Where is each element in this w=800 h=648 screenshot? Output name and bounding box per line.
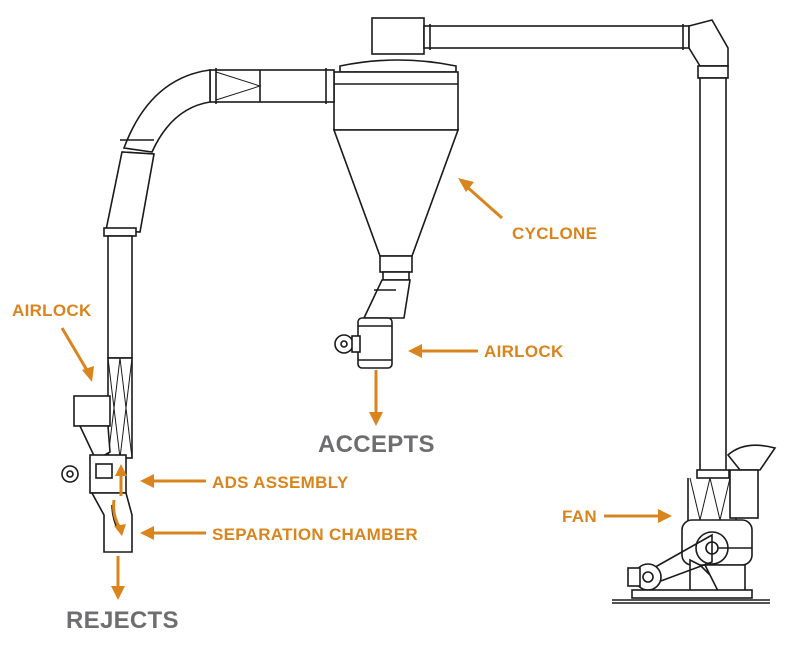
arrow-icon xyxy=(604,509,672,523)
fan-assembly xyxy=(612,444,777,604)
top-duct xyxy=(371,17,729,67)
arrow-icon xyxy=(458,178,503,220)
ads-assembly-label: ADS ASSEMBLY xyxy=(212,473,349,492)
arrow-icon xyxy=(60,327,94,382)
arrow-icon xyxy=(408,344,478,358)
fan-label: FAN xyxy=(562,507,597,526)
cyclone-body xyxy=(332,59,460,281)
inlet-duct xyxy=(120,68,335,155)
separation-chamber-label: SEPARATION CHAMBER xyxy=(212,525,418,544)
cyclone-label: CYCLONE xyxy=(512,224,597,243)
arrow-icon xyxy=(140,474,206,488)
airlock-left-label: AIRLOCK xyxy=(12,301,92,320)
label-arrows xyxy=(60,178,672,600)
equipment-drawing xyxy=(61,17,777,604)
fan-stack-pipe xyxy=(687,65,737,522)
left-riser-pipe xyxy=(103,151,155,459)
separation-chamber-body xyxy=(90,492,133,553)
rejects-label: REJECTS xyxy=(66,607,179,634)
right-airlock xyxy=(334,279,411,369)
arrow-icon xyxy=(369,370,383,426)
arrow-icon xyxy=(111,556,125,600)
accepts-label: ACCEPTS xyxy=(318,431,435,458)
labels: CYCLONE AIRLOCK AIRLOCK ACCEPTS ADS ASSE… xyxy=(12,224,597,634)
arrow-icon xyxy=(140,526,206,540)
arrow-icon xyxy=(112,499,126,536)
arrow-icon xyxy=(115,464,127,496)
airlock-right-label: AIRLOCK xyxy=(484,342,564,361)
